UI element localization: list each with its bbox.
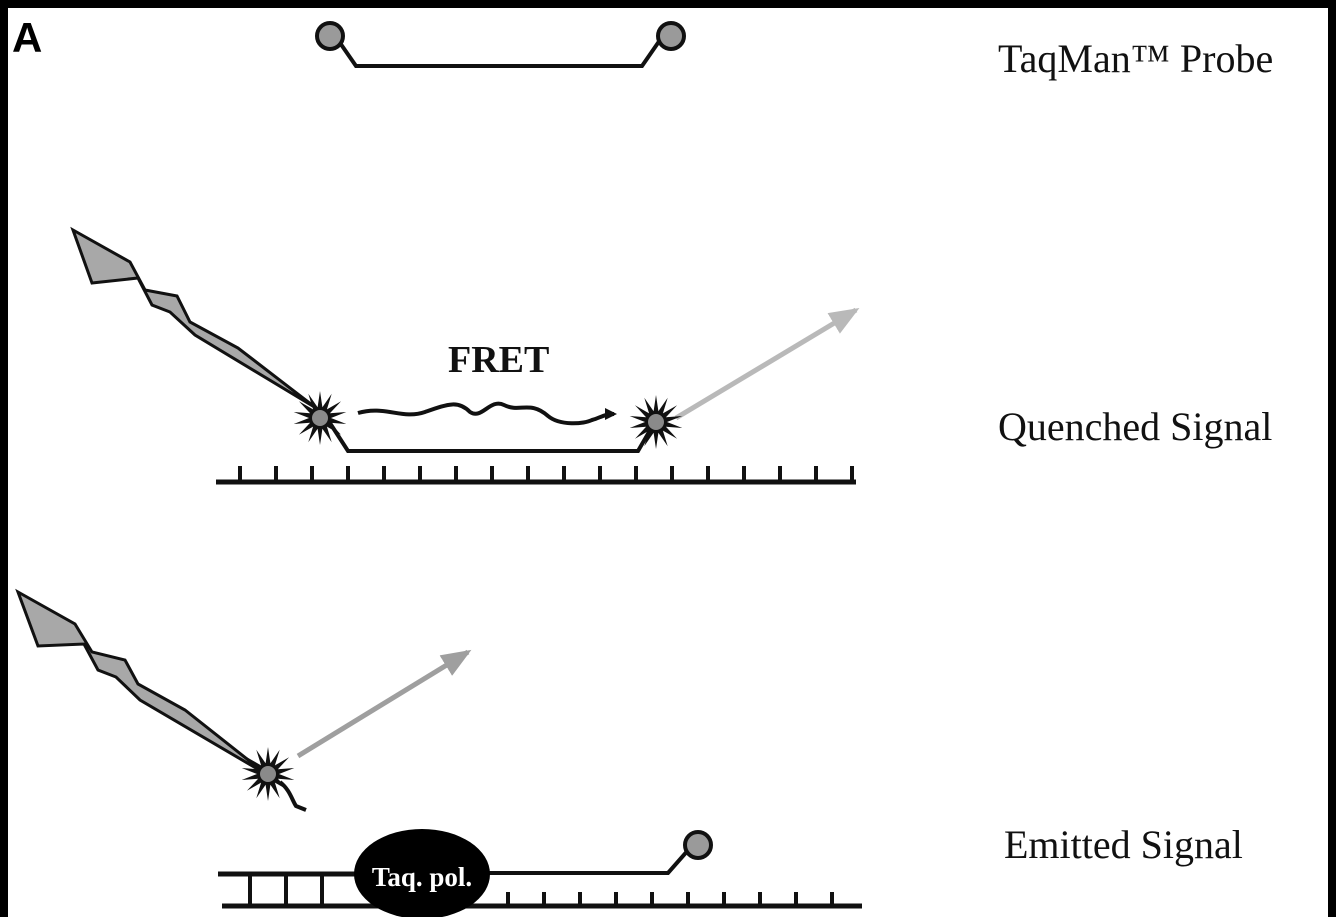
label-emitted: Emitted Signal [1004,822,1243,867]
emission-arrow [296,649,472,759]
label-probe: TaqMan™ Probe [998,36,1273,81]
quenched-assembly [70,226,860,485]
probe-strand [470,846,692,875]
starburst-icon [293,391,347,445]
starburst-icon [629,395,683,449]
probe-strand [336,38,662,68]
bead-icon [683,830,713,860]
lightning-bolt-icon [15,588,267,776]
emission-arrow [674,307,860,421]
fret-arrow [357,401,617,426]
polymerase-label: Taq. pol. [372,862,472,892]
emitted-assembly: Taq. pol. [15,588,862,917]
fret-label: FRET [448,339,549,381]
label-quenched: Quenched Signal [998,404,1272,449]
taqman-probe [315,21,686,68]
probe-strand [326,418,658,453]
taq-polymerase [354,829,490,917]
bead-icon [315,21,345,51]
panel-label: A [12,14,42,61]
lightning-bolt-icon [70,226,317,410]
starburst-icon [241,747,295,801]
template-strand [216,466,856,485]
bead-icon [656,21,686,51]
